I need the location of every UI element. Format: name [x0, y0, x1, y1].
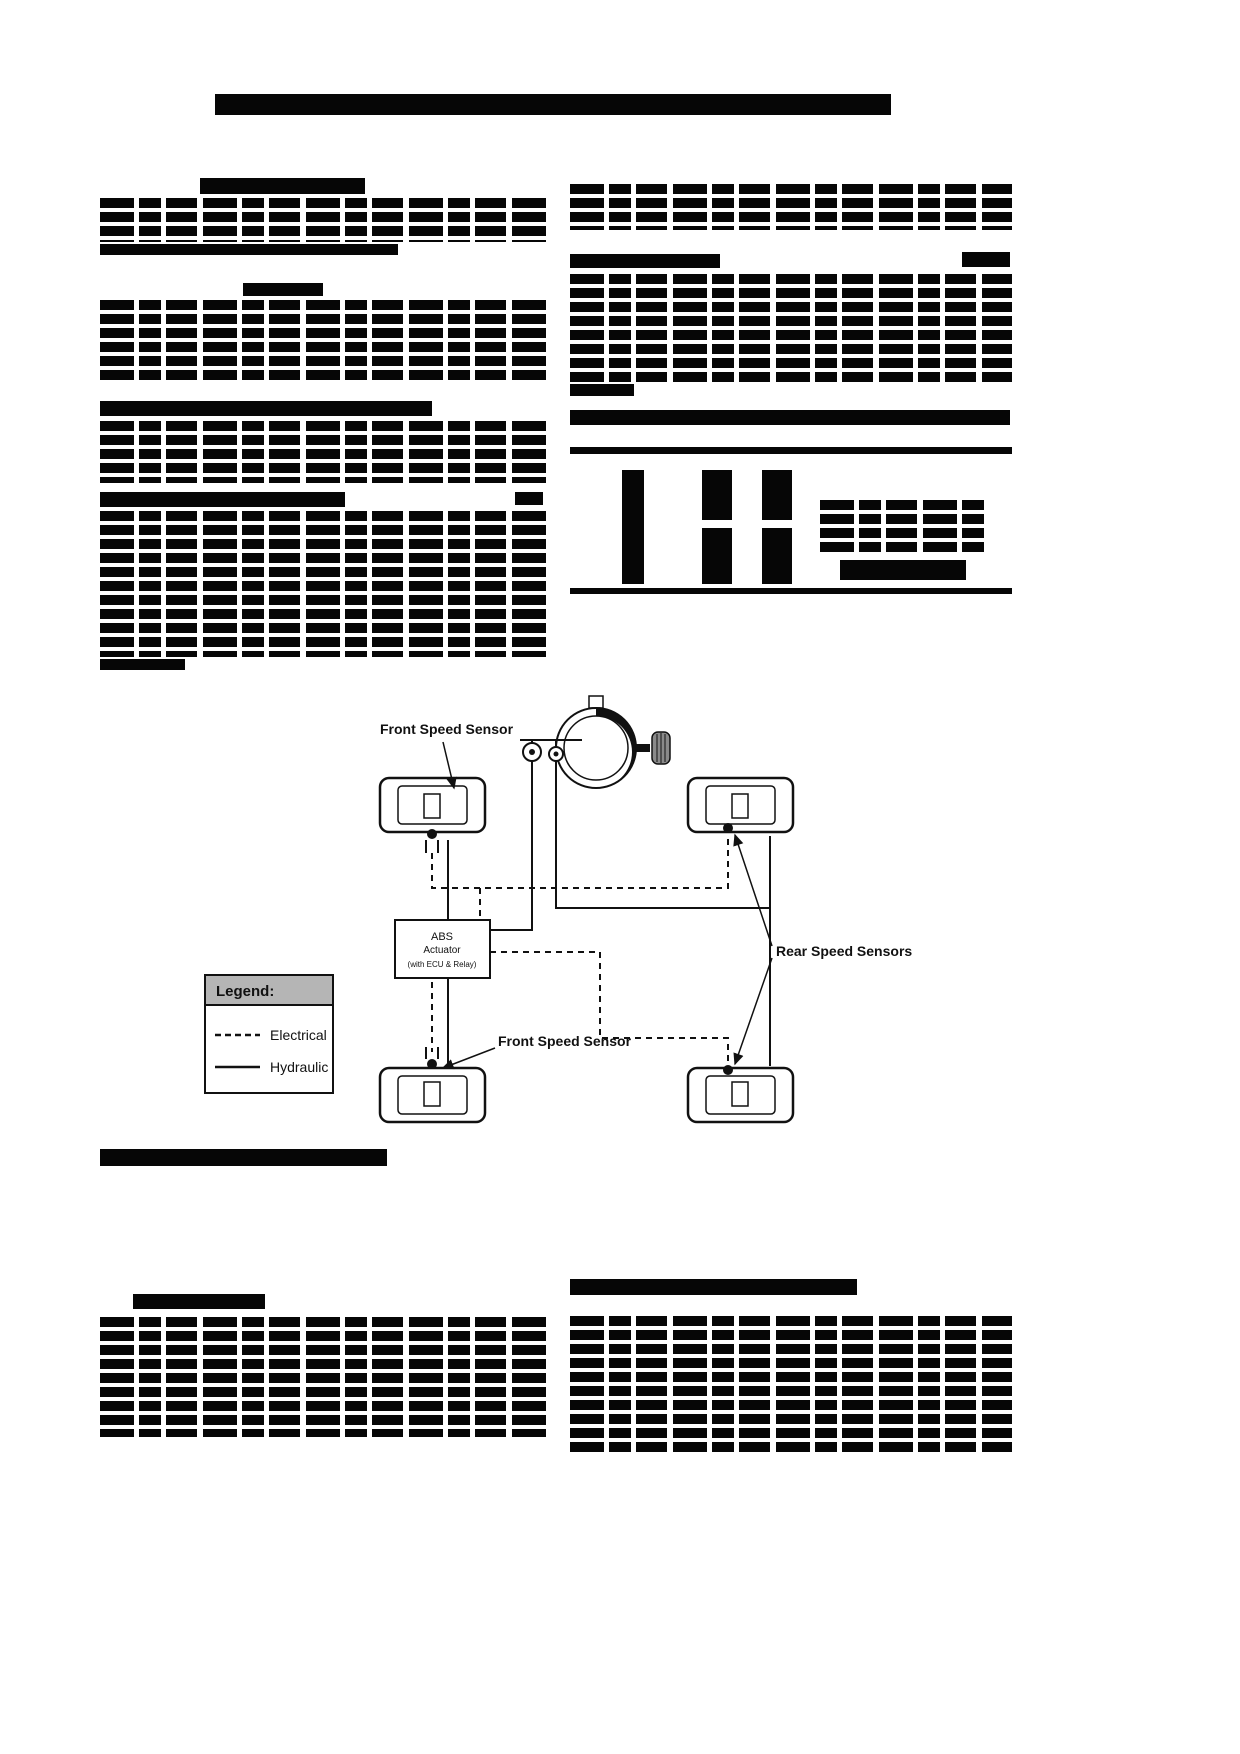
- redacted-table-cell: [762, 470, 792, 520]
- redacted-figure-ref: [515, 492, 543, 505]
- callout-front-sensor-top: Front Speed Sensor: [380, 721, 514, 790]
- redacted-text-line: [570, 384, 634, 396]
- redacted-heading: [570, 254, 720, 268]
- front-speed-sensor-top-label: Front Speed Sensor: [380, 721, 514, 737]
- table-bottom-rule: [570, 588, 1012, 594]
- wheel-rear-right-top: [686, 776, 795, 834]
- table-top-rule: [570, 447, 1012, 454]
- rear-speed-sensors-label: Rear Speed Sensors: [776, 943, 912, 959]
- master-cylinder: [520, 739, 582, 762]
- redacted-table-cell: [840, 560, 966, 580]
- redacted-paragraph: [570, 184, 1012, 230]
- redacted-paragraph: [100, 1317, 547, 1437]
- abs-actuator-line3: (with ECU & Relay): [408, 960, 477, 969]
- abs-diagram-svg: ABS Actuator (with ECU & Relay) Front Sp…: [204, 695, 912, 1124]
- redacted-paragraph: [570, 1316, 1012, 1452]
- redacted-heading: [200, 178, 365, 194]
- redacted-heading: [100, 401, 432, 416]
- redacted-table-cell: [702, 470, 732, 520]
- electrical-lines: [431, 834, 729, 1067]
- redacted-heading: [570, 1279, 857, 1295]
- redacted-heading: [133, 1294, 265, 1309]
- redacted-text-line: [100, 244, 398, 255]
- front-speed-sensor-bottom-label: Front Speed Sensor: [498, 1033, 632, 1049]
- legend-electrical-label: Electrical: [270, 1027, 327, 1043]
- redacted-paragraph: [100, 300, 547, 380]
- legend-hydraulic-label: Hydraulic: [270, 1059, 328, 1075]
- redacted-table-heading: [570, 410, 1010, 425]
- page-title-redacted: [215, 94, 891, 115]
- wheel-rear-right-bottom: [686, 1065, 795, 1124]
- legend-title: Legend:: [216, 983, 274, 1000]
- front-left-bottom-speed-sensor: [427, 1059, 437, 1069]
- legend-box: Legend: Electrical Hydraulic: [204, 974, 334, 1094]
- redacted-paragraph: [100, 511, 547, 657]
- redacted-table-cell: [622, 470, 644, 584]
- redacted-heading: [100, 492, 345, 507]
- callout-front-sensor-bottom: Front Speed Sensor: [441, 1033, 632, 1070]
- hydraulic-lines: [447, 760, 771, 1066]
- abs-actuator-line1: ABS: [431, 931, 453, 943]
- redacted-table-cell: [702, 528, 732, 584]
- abs-actuator-line2: Actuator: [423, 945, 461, 956]
- front-left-speed-sensor: [427, 829, 437, 839]
- figure-caption-redacted: [100, 1149, 387, 1166]
- redacted-paragraph: [100, 421, 547, 483]
- redacted-paragraph: [570, 274, 1012, 382]
- abs-system-diagram: ABS Actuator (with ECU & Relay) Front Sp…: [180, 690, 1020, 1140]
- redacted-figure-ref: [962, 252, 1010, 267]
- redacted-text-line: [100, 659, 185, 670]
- wheel-front-left: [378, 776, 487, 853]
- callout-rear-sensors: Rear Speed Sensors: [733, 833, 912, 1066]
- redacted-table-cell: [820, 500, 988, 556]
- rear-right-bottom-speed-sensor: [723, 1065, 733, 1075]
- redacted-table-cell: [762, 528, 792, 584]
- redacted-paragraph: [100, 198, 547, 242]
- rear-right-top-speed-sensor: [723, 823, 733, 833]
- abs-actuator-box: ABS Actuator (with ECU & Relay): [394, 919, 491, 979]
- brake-booster: [555, 695, 671, 789]
- redacted-heading: [243, 283, 323, 296]
- wheel-front-left-bottom: [378, 1047, 487, 1124]
